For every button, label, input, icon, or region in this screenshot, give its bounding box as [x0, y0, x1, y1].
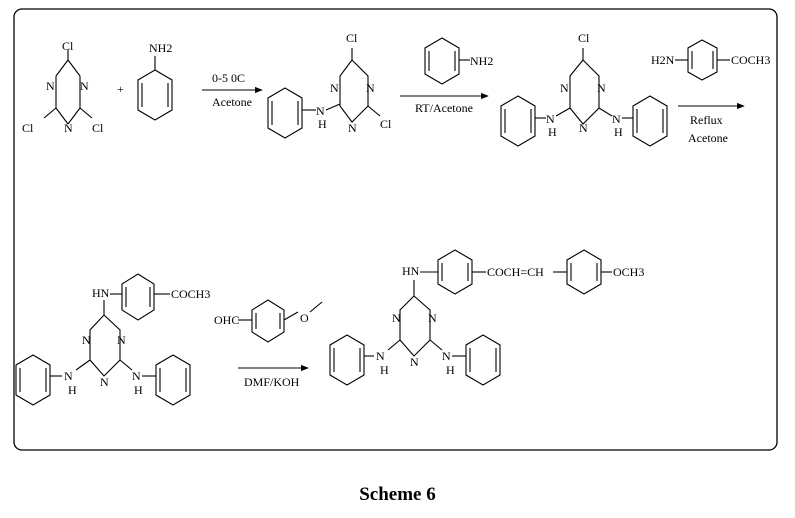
atom-label: H	[134, 383, 143, 397]
scheme-caption: Scheme 6	[359, 484, 436, 505]
atom-label: DMF/KOH	[244, 375, 300, 389]
atom-label: N	[597, 81, 606, 95]
atom-label: NH2	[470, 54, 493, 68]
atom-label: N	[348, 121, 357, 135]
atom-label: N	[579, 121, 588, 135]
atom-label: N	[64, 369, 73, 383]
atom-label: H	[380, 363, 389, 377]
atom-label: H2N	[651, 53, 675, 67]
arrow-step-2: NH2 RT/Acetone	[400, 37, 493, 115]
atom-label: Cl	[578, 31, 590, 45]
atom-label: N	[316, 104, 325, 118]
arrow-step-3: H2N COCH3 Reflux Acetone	[651, 39, 770, 145]
atom-label: N	[376, 349, 385, 363]
arrow-step-1: 0-5 0C Acetone	[202, 71, 263, 109]
plus-sign: +	[117, 82, 124, 96]
atom-label: N	[428, 311, 437, 325]
atom-label: N	[546, 112, 555, 126]
product-mono-anilino: N H Cl N N N Cl	[267, 31, 392, 139]
atom-label: COCH3	[731, 53, 770, 67]
product-di-anilino: N H Cl N N N N H	[500, 31, 668, 147]
atom-label: N	[560, 81, 569, 95]
atom-label: N	[410, 355, 419, 369]
atom-label: N	[612, 112, 621, 126]
atom-label: Cl	[346, 31, 358, 45]
atom-label: H	[614, 125, 623, 139]
atom-label: COCH=CH	[487, 265, 544, 279]
atom-label: Cl	[22, 121, 34, 135]
atom-label: N	[80, 79, 89, 93]
atom-label: N	[366, 81, 375, 95]
product-tri-substituted: HN COCH3 N N N N H N H	[15, 273, 210, 406]
atom-label: NH2	[149, 41, 172, 55]
arrow-step-4: OHC O DMF/KOH	[214, 299, 323, 389]
atom-label: N	[64, 121, 73, 135]
atom-label: Cl	[92, 121, 104, 135]
atom-label: N	[100, 375, 109, 389]
atom-label: O	[300, 311, 309, 325]
atom-label: Cl	[380, 117, 392, 131]
atom-label: N	[392, 311, 401, 325]
atom-label: Acetone	[688, 131, 728, 145]
atom-label: H	[548, 125, 557, 139]
atom-label: HN	[402, 264, 420, 278]
atom-label: OCH3	[613, 265, 644, 279]
atom-label: Reflux	[690, 113, 723, 127]
cyanuric-chloride: Cl N N N Cl Cl	[22, 39, 104, 135]
final-chalcone-product: HN COCH=CH OCH3 N N N N H N H	[329, 249, 644, 386]
atom-label: N	[117, 333, 126, 347]
scheme-frame	[13, 8, 778, 451]
atom-label: N	[46, 79, 55, 93]
atom-label: OHC	[214, 313, 239, 327]
aniline-1: NH2	[137, 41, 173, 121]
atom-label: 0-5 0C	[212, 71, 245, 85]
atom-label: H	[68, 383, 77, 397]
atom-label: Cl	[62, 39, 74, 53]
atom-label: N	[132, 369, 141, 383]
atom-label: H	[318, 117, 327, 131]
atom-label: H	[446, 363, 455, 377]
atom-label: COCH3	[171, 287, 210, 301]
atom-label: N	[82, 333, 91, 347]
atom-label: N	[330, 81, 339, 95]
atom-label: Acetone	[212, 95, 252, 109]
atom-label: RT/Acetone	[415, 101, 473, 115]
atom-label: HN	[92, 286, 110, 300]
atom-label: N	[442, 349, 451, 363]
